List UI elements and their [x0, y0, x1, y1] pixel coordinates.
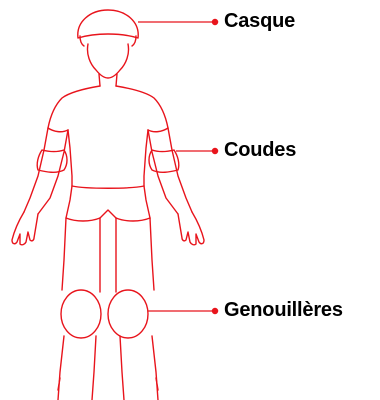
left-knee-pad: [61, 290, 101, 338]
helmet-label: Casque: [224, 11, 295, 31]
knees-leader-line: [148, 308, 218, 313]
head: [87, 44, 128, 86]
right-knee-pad: [108, 290, 148, 338]
left-leg: [58, 218, 100, 400]
hips: [66, 186, 150, 221]
elbows-leader-line: [176, 148, 218, 153]
elbows-label: Coudes: [224, 140, 296, 160]
right-leg: [116, 218, 158, 400]
right-arm: [148, 128, 204, 245]
knees-label: Genouillères: [224, 300, 343, 320]
helmet: [78, 10, 138, 46]
helmet-leader-line: [138, 19, 218, 24]
left-arm: [12, 128, 68, 245]
